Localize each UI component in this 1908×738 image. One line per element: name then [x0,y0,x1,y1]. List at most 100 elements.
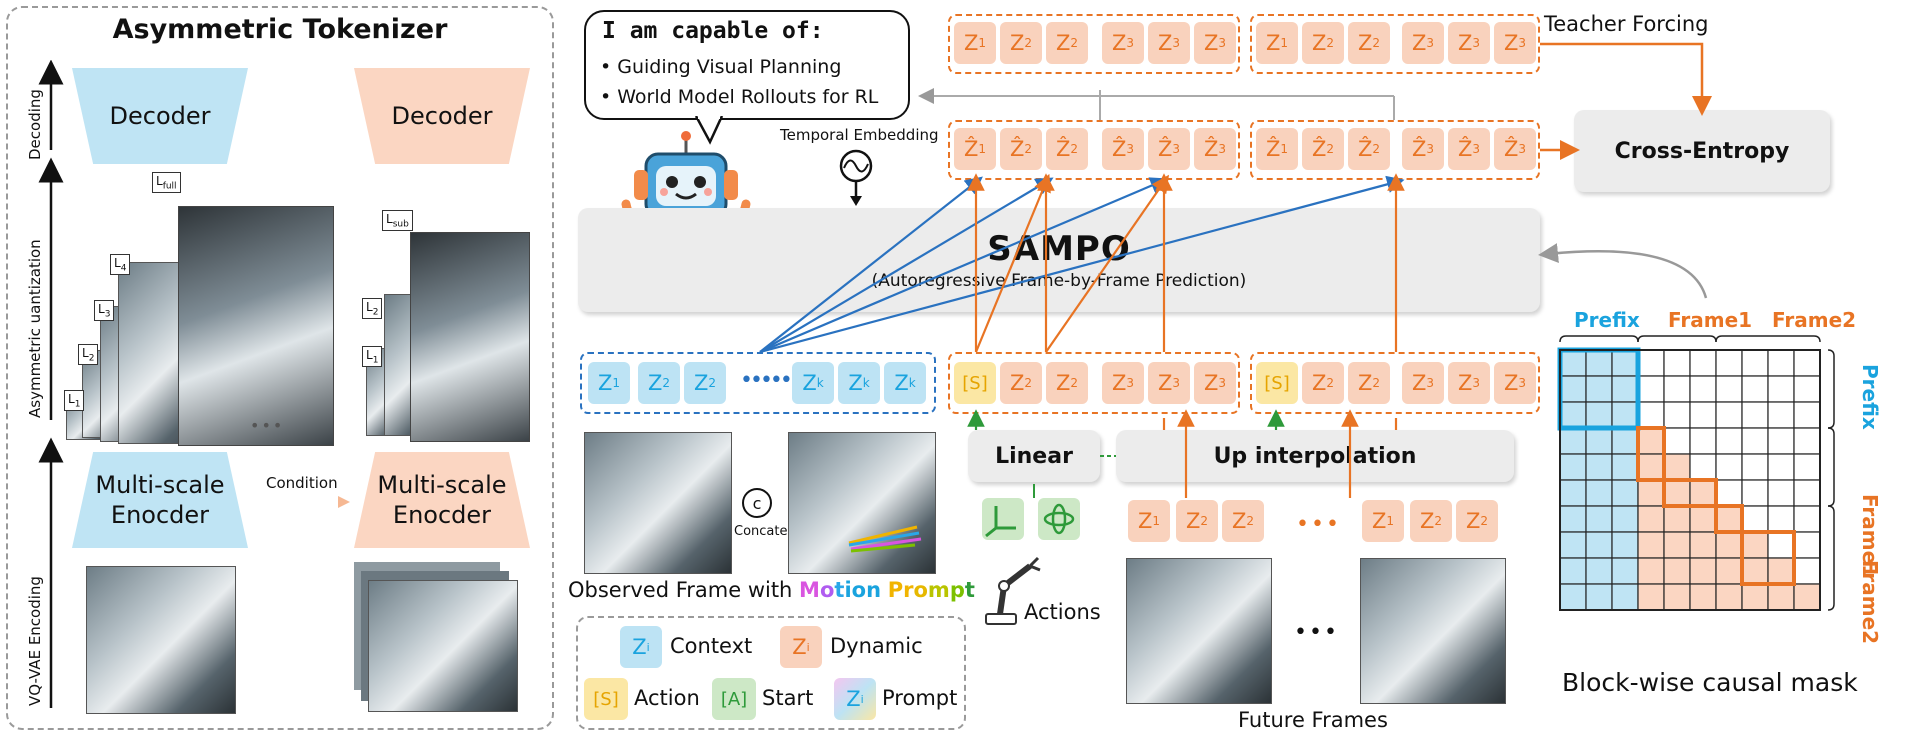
observed-caption-prefix: Observed Frame with [568,578,800,602]
mask-row-label-prefix: Prefix [1858,364,1882,430]
mask-cell [1715,557,1743,585]
caption-letter: M [799,578,820,602]
mask-cell [1767,401,1795,429]
up-interpolation-box: Up interpolation [1116,430,1514,482]
actions-label: Actions [1024,600,1101,624]
caption-letter: o [913,578,928,602]
mask-cell [1741,375,1769,403]
mask-row-bracket [1827,427,1835,507]
mask-cell [1741,583,1769,611]
mask-cell [1793,375,1821,403]
mask-cell [1585,531,1613,559]
mask-cell [1793,427,1821,455]
mask-cell [1793,505,1821,533]
linear-box: Linear [968,430,1100,482]
mask-cell [1585,583,1613,611]
mask-cell [1637,401,1665,429]
future-token-dots: ••• [1296,512,1341,537]
mask-cell [1611,557,1639,585]
caption-letter: o [851,578,867,602]
observed-caption: Observed Frame with Motion Prompt [568,578,975,602]
temporal-embedding-icon [839,149,873,206]
caption-letter: p [949,578,965,602]
mask-cell [1793,531,1821,559]
mask-cell [1637,427,1665,455]
mask-cell [1559,531,1587,559]
mask-cell [1663,453,1691,481]
mask-cell [1637,557,1665,585]
mask-cell [1741,505,1769,533]
mask-block-outline [1559,349,1821,611]
level-label-full: Lfull [152,172,181,194]
prompt-word: Prompt [888,578,975,602]
mask-block-outline [1662,478,1718,508]
mask-cell [1637,453,1665,481]
mask-cell [1559,479,1587,507]
sub-level-label-sub: Lsub [382,210,413,232]
mask-cell [1663,531,1691,559]
mask-cell [1585,427,1613,455]
caption-letter: t [964,578,975,602]
mask-cell [1689,375,1717,403]
mask-title: Block-wise causal mask [1562,668,1858,697]
start-token: [S] [954,362,996,404]
mask-row-bracket [1827,505,1835,611]
concate-label: Concate [734,524,788,539]
concate-symbol: c [742,488,772,518]
pred-group-1 [948,120,1240,180]
mask-cell [1663,427,1691,455]
mask-cell [1611,453,1639,481]
mask-cell [1585,505,1613,533]
mask-cell [1715,583,1743,611]
left-axis-arrows [38,60,64,708]
bubble-item-1: • Guiding Visual Planning [600,56,842,78]
mask-cell [1637,479,1665,507]
start-token: [S] [1256,362,1298,404]
caption-letter: P [887,578,904,602]
caption-letter: m [927,578,950,602]
mask-cell [1793,583,1821,611]
bubble-tail [694,116,724,145]
caption-letter: r [903,578,914,602]
mask-cell [1559,401,1587,429]
mask-cell [1741,453,1769,481]
sub-level-label-2: L2 [362,298,383,320]
mask-cell [1689,401,1717,429]
block-causal-mask [1557,335,1835,611]
mask-cell [1663,505,1691,533]
mask-block-outline [1636,426,1666,482]
mask-row-bracket [1827,349,1835,429]
mask-cell [1767,453,1795,481]
encoder-right: Multi-scale Enocder [354,452,530,548]
mask-cell [1663,557,1691,585]
mask-col-bracket [1559,335,1639,343]
mask-cell [1585,349,1613,377]
mask-col-bracket [1715,335,1821,343]
mask-cell [1715,375,1743,403]
mask-cell [1611,427,1639,455]
mask-cell [1793,453,1821,481]
